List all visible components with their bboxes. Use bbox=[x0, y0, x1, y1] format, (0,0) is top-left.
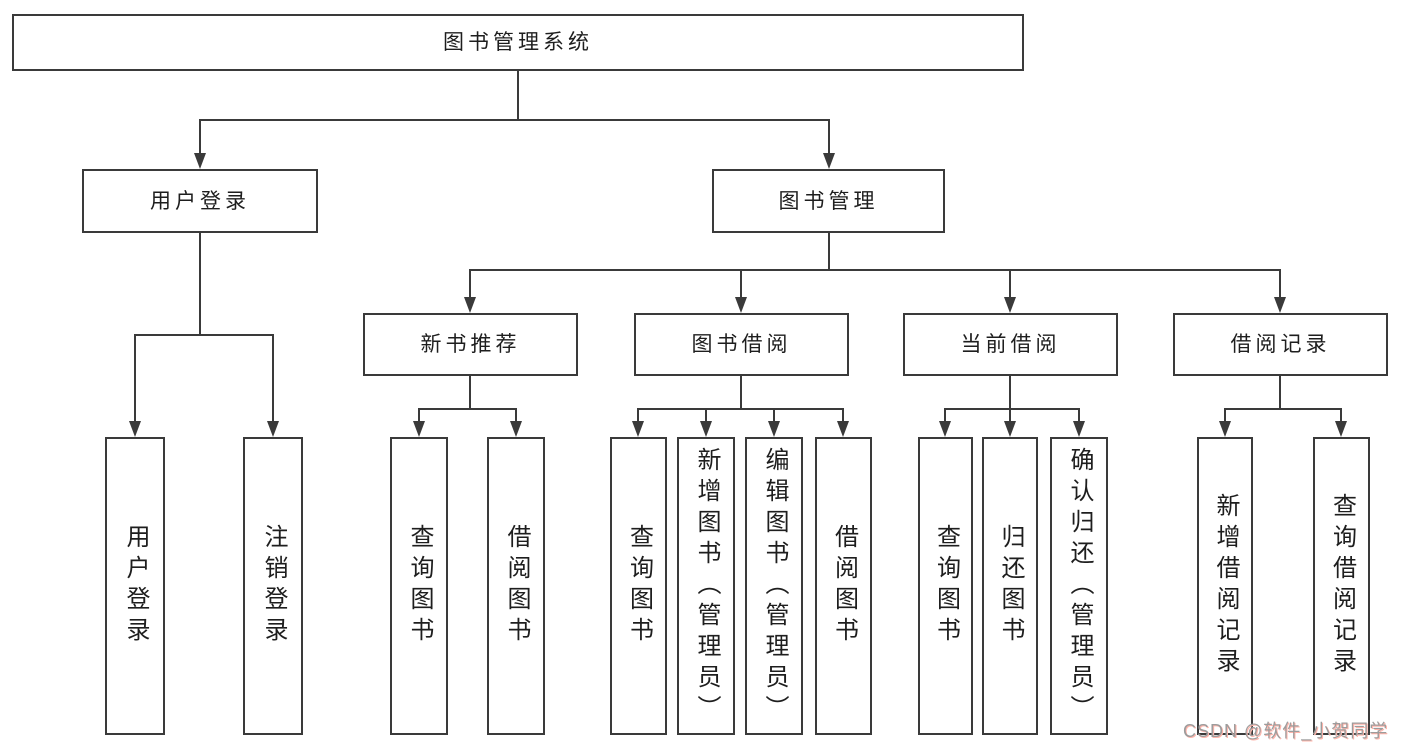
arrow-current bbox=[1004, 297, 1016, 313]
arrow-user-login bbox=[194, 153, 206, 169]
connector-root-stem bbox=[517, 71, 519, 121]
arrow-bb1 bbox=[632, 421, 644, 437]
node-borrow-records: 借阅记录 bbox=[1173, 313, 1388, 376]
arrow-br1 bbox=[1219, 421, 1231, 437]
node-user-login-label: 用户登录 bbox=[150, 189, 250, 213]
arrow-nb2 bbox=[510, 421, 522, 437]
node-book-borrow-label: 图书借阅 bbox=[691, 333, 792, 356]
leaf-current-query-books-label: 查询图书 bbox=[932, 524, 960, 648]
node-borrow-records-label: 借阅记录 bbox=[1230, 333, 1331, 356]
leaf-current-return-books-label: 归还图书 bbox=[997, 524, 1024, 648]
connector-current-bar bbox=[944, 408, 1080, 410]
connector-drop-nb2 bbox=[515, 408, 517, 423]
leaf-newbook-query-books: 查询图书 bbox=[390, 437, 448, 735]
connector-user-login-stem bbox=[199, 233, 201, 336]
connector-drop-current bbox=[1009, 269, 1011, 299]
arrow-ul-leaf2 bbox=[267, 421, 279, 437]
arrow-bb3 bbox=[768, 421, 780, 437]
connector-new-book-stem bbox=[469, 376, 471, 410]
leaf-borrow-edit-books-admin-label: 编辑图书（管理员） bbox=[761, 446, 788, 726]
connector-book-mgmt-bar bbox=[469, 269, 1281, 271]
leaf-borrow-query-books-label: 查询图书 bbox=[625, 524, 653, 648]
arrow-bb4 bbox=[837, 421, 849, 437]
leaf-newbook-query-books-label: 查询图书 bbox=[406, 524, 433, 648]
connector-drop-br2 bbox=[1340, 408, 1342, 423]
arrow-records bbox=[1274, 297, 1286, 313]
connector-drop-ul-leaf2 bbox=[272, 334, 274, 423]
connector-drop-ul-leaf1 bbox=[134, 334, 136, 423]
arrow-nb1 bbox=[413, 421, 425, 437]
connector-drop-book-mgmt bbox=[828, 119, 830, 155]
leaf-user-login: 用户登录 bbox=[105, 437, 165, 735]
node-current-borrow: 当前借阅 bbox=[903, 313, 1118, 376]
connector-borrow-stem bbox=[740, 376, 742, 410]
connector-drop-borrow bbox=[740, 269, 742, 299]
leaf-records-add-record-label: 新增借阅记录 bbox=[1212, 493, 1239, 679]
leaf-logout: 注销登录 bbox=[243, 437, 303, 735]
connector-drop-bb3 bbox=[773, 408, 775, 423]
leaf-current-return-books: 归还图书 bbox=[982, 437, 1038, 735]
arrow-cb3 bbox=[1073, 421, 1085, 437]
connector-records-stem bbox=[1279, 376, 1281, 410]
arrow-cb1 bbox=[939, 421, 951, 437]
node-book-management-label: 图书管理 bbox=[778, 189, 879, 213]
connector-drop-nb1 bbox=[418, 408, 420, 423]
connector-drop-cb1 bbox=[944, 408, 946, 423]
connector-drop-bb2 bbox=[705, 408, 707, 423]
connector-drop-records bbox=[1279, 269, 1281, 299]
connector-drop-cb3 bbox=[1078, 408, 1080, 423]
leaf-borrow-query-books: 查询图书 bbox=[610, 437, 667, 735]
connector-drop-br1 bbox=[1224, 408, 1226, 423]
connector-borrow-bar bbox=[637, 408, 844, 410]
node-root: 图书管理系统 bbox=[12, 14, 1024, 71]
node-book-management: 图书管理 bbox=[712, 169, 945, 233]
connector-new-book-bar bbox=[418, 408, 517, 410]
arrow-cb2 bbox=[1004, 421, 1016, 437]
connector-root-bar bbox=[199, 119, 830, 121]
connector-drop-bb4 bbox=[842, 408, 844, 423]
leaf-borrow-add-books-admin-label: 新增图书（管理员） bbox=[693, 446, 720, 726]
node-new-book-recommend: 新书推荐 bbox=[363, 313, 578, 376]
connector-drop-bb1 bbox=[637, 408, 639, 423]
leaf-records-query-record-label: 查询借阅记录 bbox=[1328, 493, 1356, 679]
leaf-current-query-books: 查询图书 bbox=[918, 437, 973, 735]
leaf-borrow-add-books-admin: 新增图书（管理员） bbox=[677, 437, 735, 735]
leaf-records-add-record: 新增借阅记录 bbox=[1197, 437, 1253, 735]
connector-drop-user-login bbox=[199, 119, 201, 155]
connector-book-mgmt-stem bbox=[828, 233, 830, 271]
leaf-borrow-edit-books-admin: 编辑图书（管理员） bbox=[745, 437, 803, 735]
arrow-bb2 bbox=[700, 421, 712, 437]
leaf-records-query-record: 查询借阅记录 bbox=[1313, 437, 1370, 735]
connector-drop-cb2 bbox=[1009, 408, 1011, 423]
arrow-book-mgmt bbox=[823, 153, 835, 169]
arrow-borrow bbox=[735, 297, 747, 313]
leaf-user-login-label: 用户登录 bbox=[122, 524, 149, 648]
leaf-newbook-borrow-books-label: 借阅图书 bbox=[503, 524, 530, 648]
leaf-borrow-borrow-books-label: 借阅图书 bbox=[830, 524, 858, 648]
leaf-newbook-borrow-books: 借阅图书 bbox=[487, 437, 545, 735]
node-root-label: 图书管理系统 bbox=[443, 31, 593, 54]
leaf-logout-label: 注销登录 bbox=[260, 524, 287, 648]
node-current-borrow-label: 当前借阅 bbox=[960, 333, 1061, 356]
connector-records-bar bbox=[1224, 408, 1342, 410]
leaf-borrow-borrow-books: 借阅图书 bbox=[815, 437, 872, 735]
node-new-book-recommend-label: 新书推荐 bbox=[420, 333, 521, 356]
leaf-current-confirm-return-admin: 确认归还（管理员） bbox=[1050, 437, 1108, 735]
connector-current-stem bbox=[1009, 376, 1011, 410]
arrow-br2 bbox=[1335, 421, 1347, 437]
csdn-watermark: CSDN @软件_小贺同学 bbox=[1183, 721, 1389, 741]
node-user-login: 用户登录 bbox=[82, 169, 318, 233]
connector-drop-new-book bbox=[469, 269, 471, 299]
arrow-new-book bbox=[464, 297, 476, 313]
arrow-ul-leaf1 bbox=[129, 421, 141, 437]
node-book-borrow: 图书借阅 bbox=[634, 313, 849, 376]
connector-user-login-bar bbox=[134, 334, 274, 336]
leaf-current-confirm-return-admin-label: 确认归还（管理员） bbox=[1066, 446, 1093, 726]
